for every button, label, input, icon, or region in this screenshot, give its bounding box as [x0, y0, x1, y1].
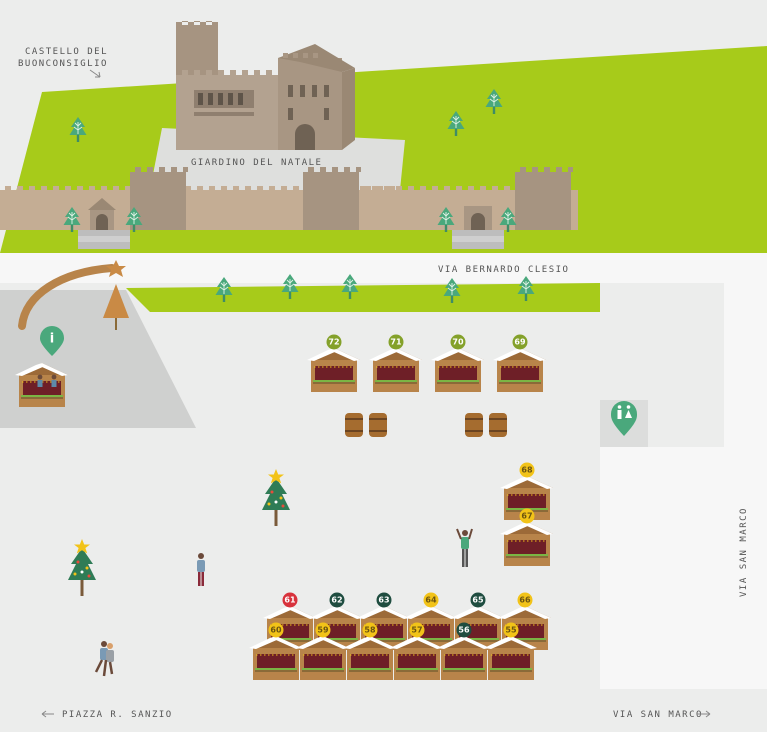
barrel-icon: [345, 413, 363, 437]
stall-number-badge: [456, 622, 472, 638]
label-via-san-marco-bottom: VIA SAN MARCO: [613, 710, 703, 720]
stall-number: 66: [519, 596, 531, 605]
market-stall-65[interactable]: 65: [450, 592, 505, 651]
stall-number-badge: [388, 334, 404, 350]
info-pin-icon[interactable]: i: [40, 326, 64, 356]
roadside-grass: [126, 283, 600, 312]
comet-star-decoration: [18, 260, 126, 330]
stall-number: 62: [331, 596, 342, 605]
stall-number-badge: [376, 592, 392, 608]
stall-number-badge: [315, 622, 331, 638]
restroom-pin-icon[interactable]: [611, 401, 637, 436]
stall-row-top: 72 71 70 69: [306, 334, 547, 393]
stall-number-badge: [409, 622, 425, 638]
visitor-person: [197, 553, 205, 586]
stall-number-badge: [512, 334, 528, 350]
road-via-san-marco: [724, 283, 767, 689]
market-stall-71[interactable]: 71: [368, 334, 423, 393]
stall-number-badge: [268, 622, 284, 638]
market-stall-56[interactable]: 56: [436, 622, 491, 681]
stall-number: 71: [390, 338, 402, 347]
stall-number: 58: [364, 626, 376, 635]
stall-number-badge: [326, 334, 342, 350]
market-stall-60[interactable]: 60: [248, 622, 303, 681]
market-stall-64[interactable]: 64: [403, 592, 458, 651]
road-via-bernardo-clesio: [0, 253, 767, 283]
market-stall-55[interactable]: 55: [483, 622, 538, 681]
sidewalk-via-san-marco: [600, 447, 724, 689]
stall-number-badge: [450, 334, 466, 350]
info-pin-symbol: i: [50, 332, 54, 347]
stall-number: 69: [514, 338, 526, 347]
stall-number: 60: [270, 626, 282, 635]
label-piazza-r-sanzio: PIAZZA R. SANZIO: [62, 710, 173, 720]
visitor-couple: [94, 641, 114, 677]
arrow-right-icon: [697, 710, 711, 718]
label-castello-line2: BUONCONSIGLIO: [18, 59, 108, 69]
market-stall-68[interactable]: 68: [499, 462, 554, 521]
stall-number-badge: [362, 622, 378, 638]
stall-number-badge: [282, 592, 298, 608]
stall-number: 70: [452, 338, 464, 347]
label-castello-line1: CASTELLO DEL: [25, 47, 108, 57]
stall-number: 61: [284, 596, 296, 605]
market-stall-67[interactable]: 67: [499, 508, 554, 567]
market-stall-62[interactable]: 62: [309, 592, 364, 651]
stall-number: 55: [505, 626, 517, 635]
market-stall-63[interactable]: 63: [356, 592, 411, 651]
market-stall-72[interactable]: 72: [306, 334, 361, 393]
visitor-person: [456, 528, 473, 567]
stall-number-badge: [519, 508, 535, 524]
stall-number: 65: [472, 596, 484, 605]
stall-row-back: 61 62 63 64 65 66: [262, 592, 552, 651]
market-stall-58[interactable]: 58: [342, 622, 397, 681]
market-stall-69[interactable]: 69: [492, 334, 547, 393]
stall-number: 64: [425, 596, 437, 605]
market-stall-70[interactable]: 70: [430, 334, 485, 393]
stall-number: 59: [317, 626, 329, 635]
stall-number-badge: [519, 462, 535, 478]
stall-number-badge: [423, 592, 439, 608]
stall-number: 56: [458, 626, 470, 635]
stall-column-right: 68 67: [499, 462, 554, 567]
stall-number: 67: [521, 512, 532, 521]
market-stall-59[interactable]: 59: [295, 622, 350, 681]
stall-number-badge: [517, 592, 533, 608]
stall-row-front: 60 59 58 57 56 55: [248, 622, 538, 681]
castle-outer-wall: [0, 167, 578, 249]
arrow-left-icon: [41, 710, 54, 718]
market-stall-57[interactable]: 57: [389, 622, 444, 681]
label-via-bernardo-clesio: VIA BERNARDO CLESIO: [438, 265, 569, 275]
barrel-icon: [489, 413, 507, 437]
stall-number: 57: [411, 626, 422, 635]
market-stall-66[interactable]: 66: [497, 592, 552, 651]
stall-number: 68: [521, 466, 533, 475]
label-giardino-del-natale: GIARDINO DEL NATALE: [191, 158, 322, 168]
castello-del-buonconsiglio: [176, 21, 355, 150]
arrow-icon: [89, 69, 101, 78]
barrel-icon: [465, 413, 483, 437]
label-via-san-marco-vertical: VIA SAN MARCO: [739, 507, 749, 597]
market-stall-61[interactable]: 61: [262, 592, 317, 651]
stall-number: 72: [328, 338, 339, 347]
barrel-icon: [369, 413, 387, 437]
stall-number-badge: [470, 592, 486, 608]
stall-number: 63: [378, 596, 389, 605]
stall-number-badge: [329, 592, 345, 608]
wooden-tree-decoration: [103, 284, 129, 330]
stall-number-badge: [503, 622, 519, 638]
